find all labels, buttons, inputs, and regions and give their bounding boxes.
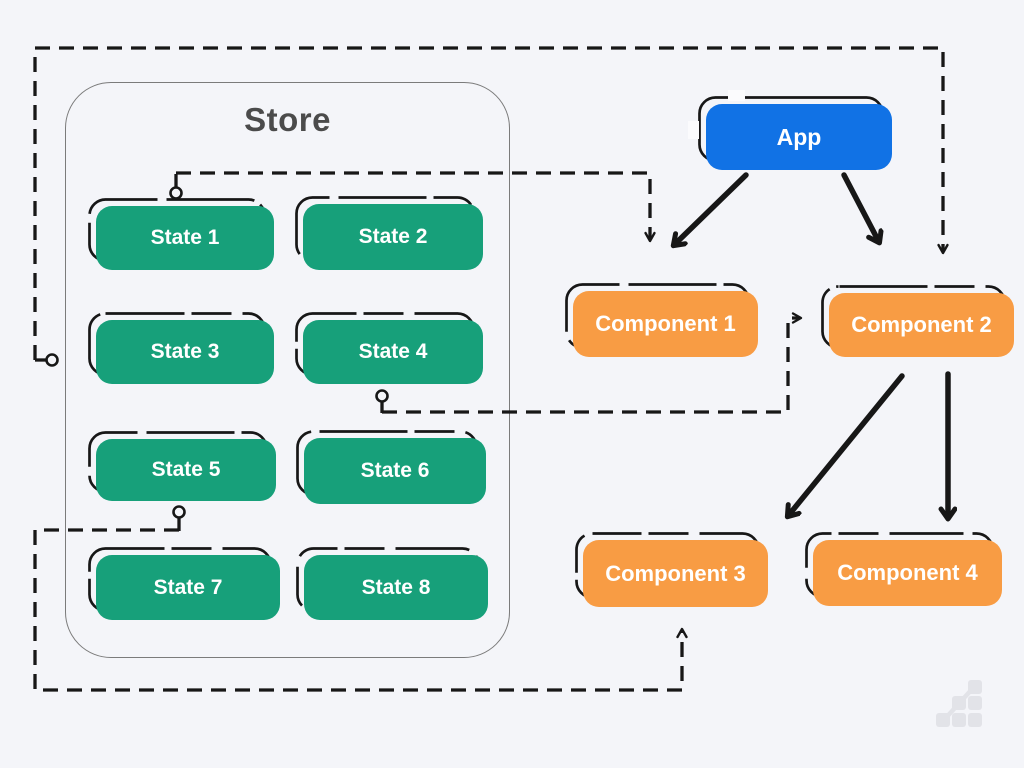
node-label: State 1 [150, 226, 220, 249]
node-state-5[interactable]: State 5 [88, 431, 276, 501]
node-fill: State 6 [304, 438, 486, 504]
node-label: Component 2 [851, 312, 992, 337]
node-fill: State 7 [96, 555, 280, 620]
arrow-component2-to-component3 [788, 373, 905, 516]
node-label: Component 4 [837, 560, 978, 585]
edge-store-connector-dot [45, 353, 59, 367]
node-state-2[interactable]: State 2 [295, 196, 483, 270]
node-component-3[interactable]: Component 3 [575, 532, 768, 607]
node-label: State 2 [358, 225, 428, 248]
node-label: Component 3 [605, 560, 746, 586]
node-state-8[interactable]: State 8 [296, 547, 488, 620]
arrow-app-to-component2 [841, 172, 879, 242]
node-label: State 5 [151, 458, 221, 481]
store-title: Store [244, 101, 331, 138]
sketch-highlight [688, 121, 699, 139]
arrow-app-to-component1 [674, 172, 749, 245]
node-fill: Component 4 [813, 540, 1002, 606]
node-fill: App [706, 104, 892, 170]
node-fill: State 3 [96, 320, 274, 384]
node-label: State 3 [150, 340, 220, 363]
node-fill: State 5 [96, 439, 276, 501]
node-state-3[interactable]: State 3 [88, 312, 274, 384]
node-component-2[interactable]: Component 2 [821, 285, 1014, 357]
node-app[interactable]: App [688, 90, 892, 170]
node-label: State 4 [358, 340, 428, 363]
sketch-highlight [728, 90, 745, 101]
node-state-4[interactable]: State 4 [295, 312, 483, 384]
node-fill: Component 1 [573, 291, 758, 357]
node-label: App [776, 123, 822, 150]
node-fill: State 8 [304, 555, 488, 620]
node-fill: Component 3 [583, 540, 768, 607]
node-component-1[interactable]: Component 1 [565, 283, 758, 357]
node-state-1[interactable]: State 1 [88, 198, 274, 270]
node-fill: State 2 [303, 204, 483, 270]
stairs-chart-logo-icon [936, 680, 982, 727]
node-component-4[interactable]: Component 4 [805, 532, 1002, 606]
node-label: State 6 [360, 459, 430, 482]
node-fill: State 4 [303, 320, 483, 384]
node-state-7[interactable]: State 7 [88, 547, 280, 620]
node-label: State 7 [153, 575, 223, 599]
node-label: State 8 [361, 575, 431, 599]
node-fill: State 1 [96, 206, 274, 270]
node-fill: Component 2 [829, 293, 1014, 357]
node-state-6[interactable]: State 6 [296, 430, 486, 504]
node-label: Component 1 [595, 311, 736, 336]
